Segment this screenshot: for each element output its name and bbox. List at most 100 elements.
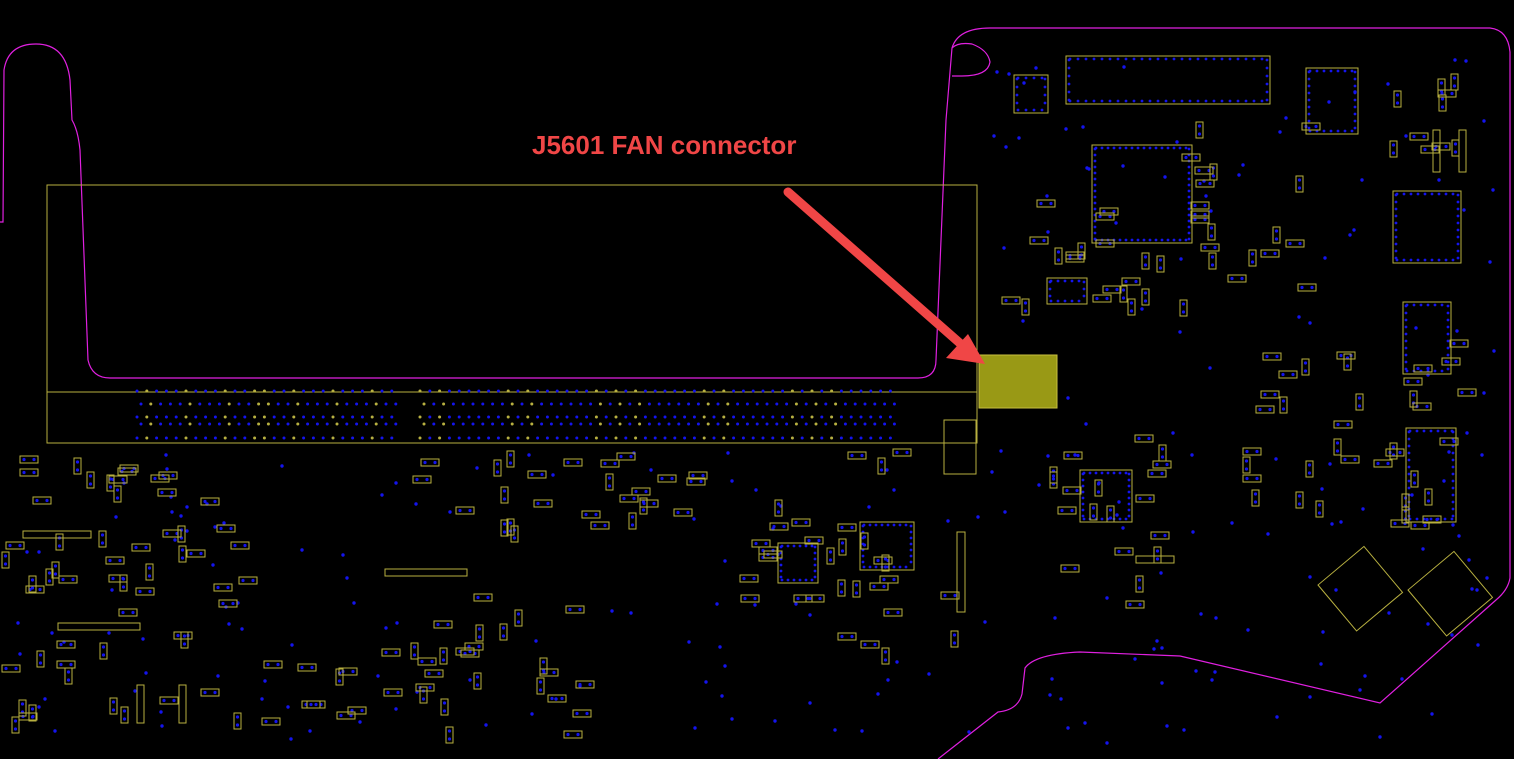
pin <box>1308 321 1312 325</box>
pin <box>810 578 814 582</box>
pin <box>14 666 18 671</box>
pin <box>692 415 696 419</box>
pin <box>663 389 667 393</box>
pin <box>471 402 475 406</box>
pin <box>1245 476 1249 481</box>
pin <box>1166 238 1170 242</box>
pin <box>839 590 844 594</box>
footprint <box>1135 575 1144 593</box>
pin <box>687 640 691 644</box>
pin <box>168 422 172 426</box>
pin <box>810 544 814 548</box>
pin <box>1051 477 1056 481</box>
pin <box>438 389 442 393</box>
footprint <box>19 455 39 464</box>
pin <box>394 422 398 426</box>
pin <box>1260 57 1264 61</box>
pin <box>1315 69 1319 73</box>
pin <box>895 450 899 455</box>
pin <box>351 415 355 419</box>
footprint <box>1279 396 1288 414</box>
pin <box>1043 93 1047 97</box>
pin <box>712 436 716 440</box>
footprint <box>145 563 154 581</box>
pin <box>771 389 775 393</box>
pin <box>222 521 226 525</box>
pin <box>331 415 335 419</box>
pin <box>171 473 175 478</box>
pin <box>1132 57 1136 61</box>
footprint <box>1343 353 1352 371</box>
pin <box>510 402 514 406</box>
pin <box>1452 76 1457 80</box>
pin <box>990 470 994 474</box>
pin <box>1182 728 1186 732</box>
pin <box>808 613 812 617</box>
pin <box>1236 99 1240 103</box>
pin <box>1258 407 1262 412</box>
pin <box>149 422 153 426</box>
pin <box>892 402 896 406</box>
pin <box>162 698 166 703</box>
pin <box>451 422 455 426</box>
pin <box>1437 178 1441 182</box>
pin <box>1024 76 1028 80</box>
pin <box>589 402 593 406</box>
pin <box>351 669 355 674</box>
pin <box>1046 454 1050 458</box>
footprint <box>500 486 509 504</box>
pin <box>1426 303 1430 307</box>
pin <box>506 436 510 440</box>
pin <box>813 545 817 549</box>
pin <box>376 674 380 678</box>
pin <box>775 422 779 426</box>
footprint <box>57 622 141 631</box>
pin <box>622 496 626 501</box>
pin <box>1160 681 1164 685</box>
pin <box>468 649 472 654</box>
footprint <box>539 668 559 677</box>
pin <box>174 415 178 419</box>
pin <box>946 519 950 523</box>
pin <box>999 449 1003 453</box>
pin <box>1042 238 1046 243</box>
j5601-fan-connector[interactable] <box>978 354 1058 409</box>
pin <box>862 535 867 539</box>
pin <box>159 710 163 714</box>
pin <box>873 642 877 647</box>
pin <box>1273 251 1277 256</box>
pin <box>614 415 618 419</box>
footprint <box>1190 210 1210 219</box>
fan-connector-pad[interactable] <box>978 354 1058 409</box>
pin <box>1281 372 1285 377</box>
pin <box>798 544 802 548</box>
pin <box>1199 612 1203 616</box>
pin <box>1456 256 1460 260</box>
footprint <box>1106 505 1115 523</box>
pin <box>516 612 521 616</box>
arrow-head <box>946 334 985 364</box>
footprint <box>847 451 867 460</box>
footprint <box>64 667 73 685</box>
pin <box>781 415 785 419</box>
pin <box>1213 670 1217 674</box>
pin <box>880 523 884 527</box>
pin <box>594 415 598 419</box>
footprint <box>1333 420 1353 429</box>
footprint <box>547 694 567 703</box>
pin <box>1073 566 1077 571</box>
pin <box>652 501 656 506</box>
pin <box>1275 354 1279 359</box>
pin <box>1187 231 1191 235</box>
footprint <box>1401 493 1410 511</box>
pin <box>1253 492 1258 496</box>
pin <box>1179 257 1183 261</box>
pin <box>1004 145 1008 149</box>
pin <box>1329 129 1333 133</box>
pin <box>1165 724 1169 728</box>
pin <box>1064 127 1068 131</box>
pin <box>565 436 569 440</box>
pin <box>155 415 159 419</box>
pin <box>541 660 546 664</box>
